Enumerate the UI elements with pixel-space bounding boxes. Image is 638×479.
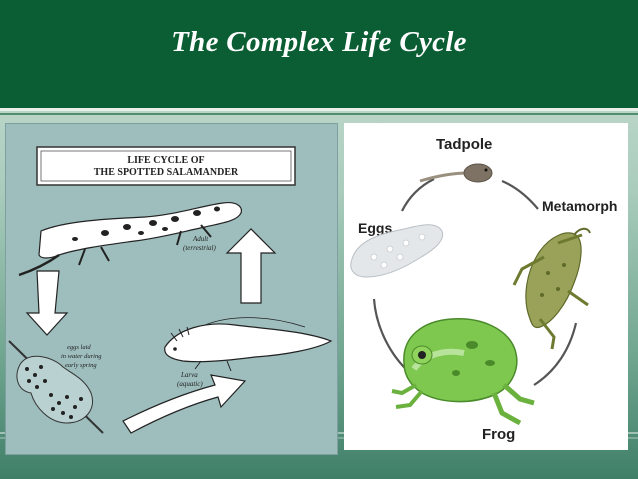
adult-salamander	[18, 202, 242, 277]
arc-eggs-to-tadpole	[401, 178, 435, 212]
box-title-line1: LIFE CYCLE OF	[127, 155, 204, 166]
tadpole-label: Tadpole	[436, 136, 492, 153]
metamorph	[512, 227, 591, 350]
eggs-label: Eggs	[358, 220, 392, 236]
arrow-larva-to-adult	[225, 228, 277, 304]
eggs-label-line2: in water during	[61, 353, 102, 360]
adult-label: Adult	[192, 235, 209, 243]
slide-title: The Complex Life Cycle	[171, 26, 467, 58]
frog-life-cycle-diagram: Tadpole Metamorph Eggs Frog	[344, 123, 628, 450]
title-box-inner	[40, 150, 292, 182]
eggs-label-line3: early spring	[65, 362, 97, 369]
larva-label: Larva	[180, 371, 198, 379]
tadpole	[419, 163, 493, 183]
larva-sublabel: (aquatic)	[177, 380, 203, 388]
salamander-life-cycle-diagram: LIFE CYCLE OF THE SPOTTED SALAMANDER Adu…	[5, 123, 338, 455]
frog-eggs	[350, 224, 444, 278]
arrow-adult-to-eggs	[25, 270, 69, 336]
box-title-line2: THE SPOTTED SALAMANDER	[94, 167, 239, 178]
eggs-label-line1: eggs laid	[67, 344, 91, 351]
header-divider	[0, 108, 638, 111]
arc-metamorph-to-frog	[533, 322, 578, 386]
arrow-eggs-to-larva	[122, 374, 247, 434]
title-box	[36, 146, 296, 186]
arc-tadpole-to-metamorph	[501, 179, 539, 210]
metamorph-label: Metamorph	[542, 198, 617, 214]
egg-mass	[8, 340, 104, 434]
slide-header: The Complex Life Cycle	[0, 0, 638, 108]
header-divider-secondary	[0, 113, 638, 115]
frog-label: Frog	[482, 426, 515, 443]
adult-sublabel: (terrestrial)	[183, 244, 216, 252]
adult-frog	[391, 318, 535, 426]
larva	[164, 317, 333, 372]
